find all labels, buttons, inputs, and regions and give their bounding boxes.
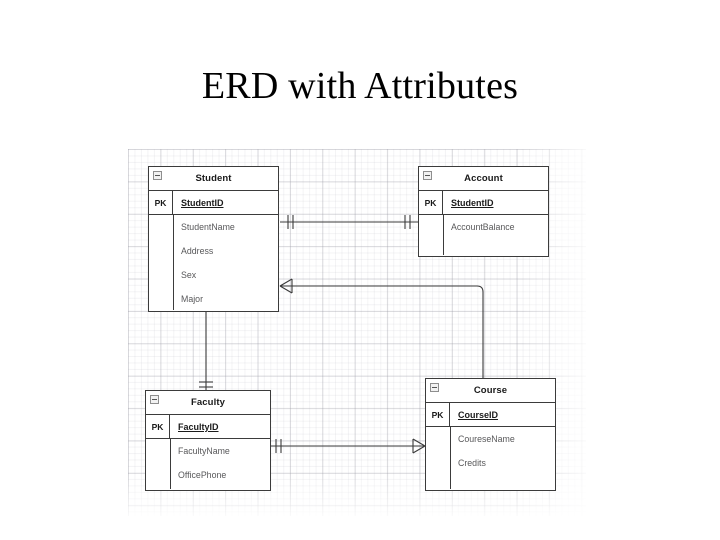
attribute-row: OfficePhone [178, 470, 227, 480]
primary-key-row: PK CourseID [426, 403, 555, 427]
entity-faculty[interactable]: Faculty PK FacultyID FacultyName OfficeP… [145, 390, 271, 491]
primary-key-row: PK StudentID [419, 191, 548, 215]
attribute-row: CoureseName [458, 434, 515, 444]
entity-name: Faculty [191, 397, 225, 408]
entity-header: Course [426, 379, 555, 403]
entity-name: Student [195, 173, 232, 184]
entity-course[interactable]: Course PK CourseID CoureseName Credits [425, 378, 556, 491]
pk-field: CourseID [458, 409, 499, 420]
attribute-row: AccountBalance [451, 222, 515, 232]
entity-header: Faculty [146, 391, 270, 415]
page-title: ERD with Attributes [201, 65, 519, 107]
minus-box-icon[interactable] [153, 171, 162, 180]
column-divider [450, 427, 452, 489]
pk-label: PK [149, 191, 173, 214]
pk-label: PK [146, 415, 170, 438]
pk-field: FacultyID [178, 421, 219, 432]
attribute-row: Credits [458, 458, 486, 468]
attribute-list: AccountBalance [419, 215, 548, 255]
relationship-student-course [279, 278, 491, 391]
minus-box-icon[interactable] [423, 171, 432, 180]
erd-canvas: Student PK StudentID StudentName Address… [128, 149, 586, 516]
attribute-row: Major [181, 294, 203, 304]
entity-header: Account [419, 167, 548, 191]
relationship-student-faculty [198, 298, 214, 390]
pk-label: PK [426, 403, 450, 426]
primary-key-row: PK FacultyID [146, 415, 270, 439]
attribute-list: CoureseName Credits [426, 427, 555, 489]
attribute-list: FacultyName OfficePhone [146, 439, 270, 489]
pk-field: StudentID [451, 197, 494, 208]
attribute-row: Sex [181, 270, 197, 280]
column-divider [170, 439, 172, 489]
relationship-faculty-course [270, 438, 426, 454]
column-divider [443, 215, 445, 255]
column-divider [173, 215, 175, 310]
minus-box-icon[interactable] [150, 395, 159, 404]
attribute-row: StudentName [181, 222, 235, 232]
entity-header: Student [149, 167, 278, 191]
attribute-row: Address [181, 246, 214, 256]
attribute-list: StudentName Address Sex Major [149, 215, 278, 310]
entity-student[interactable]: Student PK StudentID StudentName Address… [148, 166, 279, 312]
relationship-student-account [280, 215, 418, 229]
pk-label: PK [419, 191, 443, 214]
minus-box-icon[interactable] [430, 383, 439, 392]
entity-account[interactable]: Account PK StudentID AccountBalance [418, 166, 549, 257]
entity-name: Course [473, 385, 508, 396]
attribute-row: FacultyName [178, 446, 230, 456]
entity-name: Account [464, 173, 503, 184]
primary-key-row: PK StudentID [149, 191, 278, 215]
pk-field: StudentID [181, 197, 224, 208]
